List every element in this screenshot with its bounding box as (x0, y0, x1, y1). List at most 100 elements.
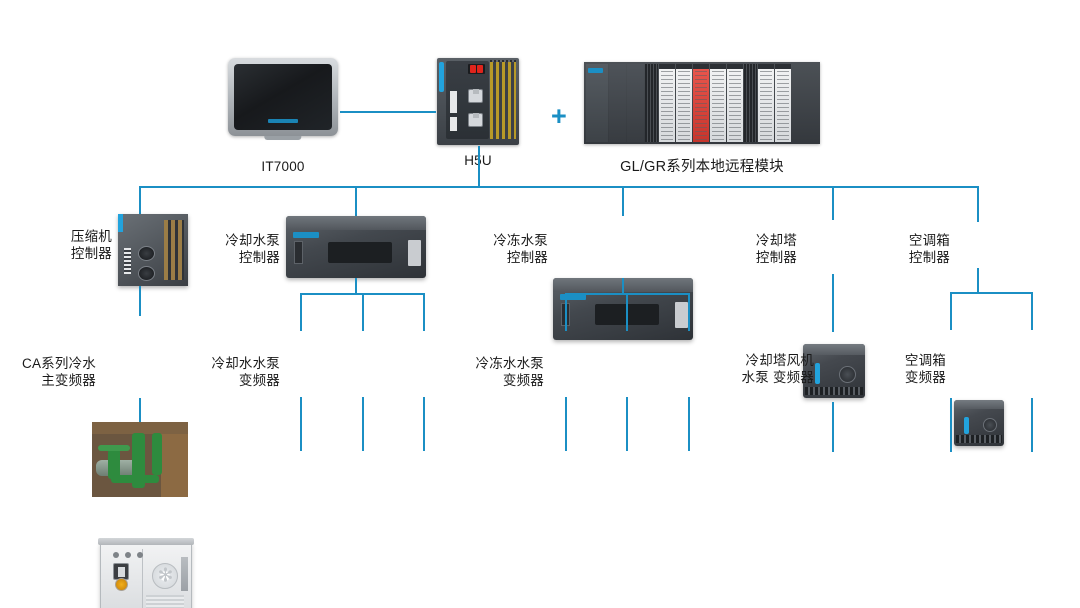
wire-drop-chilled-pump (622, 186, 624, 216)
rack-io-module (659, 64, 675, 142)
label-gl-gr-rack: GL/GR系列本地远程模块 (620, 159, 784, 175)
wire-chillpump-ctrl-down (622, 278, 624, 294)
wire-vfd-to-pump-4 (565, 397, 567, 451)
wire-ca-to-chiller (139, 398, 141, 422)
plus-symbol: + (551, 101, 567, 131)
wire-chillpump-branch-3 (688, 293, 690, 331)
wire-coolpump-branch-1 (300, 293, 302, 331)
plc-7segment-display (468, 64, 485, 74)
cabinet-fan-grille (152, 563, 179, 590)
wire-ahu-ctrl-down (977, 268, 979, 292)
cabinet-main-switch[interactable] (112, 562, 129, 580)
wire-ahu-branch-2 (1031, 292, 1033, 330)
wire-plc-down (478, 146, 480, 187)
label-cooling-water-pump-controller: 冷却水泵 控制器 (225, 233, 280, 265)
plc-ethernet-port-1[interactable] (468, 89, 483, 103)
wire-ahu-branch-1 (950, 292, 952, 330)
rack-spacer-module (744, 64, 757, 142)
chiller-riser-pipe-1 (132, 432, 145, 488)
wire-vfd-to-pump-6 (688, 397, 690, 451)
cabinet-vent-louvres (146, 594, 184, 608)
label-ahu-controller: 空调箱 控制器 (908, 233, 950, 265)
ctrl-side-module (675, 301, 688, 328)
wire-chillpump-branch-2 (626, 293, 628, 331)
hmi-brand-mark (268, 119, 298, 123)
wire-coolpump-branch-3 (423, 293, 425, 331)
rack-comm-module (645, 64, 658, 142)
label-ahu-inverter: 空调箱 变频器 (904, 353, 946, 385)
wire-ahu-bus (950, 292, 1032, 294)
ctrl-display-window (328, 242, 393, 264)
plc-io-terminal-block (490, 62, 516, 139)
wire-vfd-to-ahu-1 (950, 398, 952, 452)
device-ahu-controller[interactable] (954, 400, 1004, 446)
wire-drop-ahu (977, 186, 979, 222)
device-compressor-controller[interactable] (118, 214, 188, 286)
plc-ethernet-port-2[interactable] (468, 113, 483, 127)
plc-dip-switches[interactable] (450, 91, 457, 113)
wire-vfd-to-ahu-2 (1031, 398, 1033, 452)
device-cooling-water-pump-controller[interactable] (286, 216, 426, 278)
label-compressor-controller: 压缩机 控制器 (70, 229, 112, 261)
compressor-ctrl-dip (124, 248, 131, 274)
wire-tower-ctrl-to-inverter (832, 274, 834, 332)
wire-vfd-to-cooling-tower (832, 402, 834, 452)
photo-chiller-unit (92, 422, 188, 497)
ahu-ctrl-rotary-dial[interactable] (983, 418, 997, 433)
wire-coolpump-branch-2 (362, 293, 364, 331)
chiller-header-pipe (111, 474, 160, 483)
cabinet-door-seam (142, 549, 144, 608)
device-h5u-plc[interactable] (437, 58, 519, 145)
label-ca-series-chiller-inverter: CA系列冷水 主变频器 (22, 356, 96, 388)
compressor-ctrl-tab (118, 214, 123, 232)
device-gl-gr-io-rack[interactable] (584, 62, 820, 144)
device-it7000-hmi[interactable] (228, 58, 338, 140)
plc-side-tab (439, 62, 444, 92)
wire-coolpump-ctrl-down (355, 278, 357, 294)
cabinet-indicator-lamps (112, 552, 151, 559)
hmi-stand (264, 136, 302, 140)
label-cooling-tower-controller: 冷却塔 控制器 (755, 233, 797, 265)
tower-ctrl-terminals (805, 387, 863, 395)
compressor-ctrl-terminals (164, 220, 184, 280)
label-cooling-tower-fan-inverter: 冷却塔风机 水泵 变频器 (741, 353, 814, 385)
wire-drop-compressor (139, 186, 141, 214)
chiller-wall (161, 422, 188, 497)
wire-chillpump-branch-1 (565, 293, 567, 331)
rack-io-module (727, 64, 743, 142)
tower-ctrl-brand-strip (815, 363, 821, 384)
cabinet-side-strip (181, 557, 189, 592)
wire-vfd-to-pump-3 (423, 397, 425, 451)
compressor-ctrl-port-1 (138, 246, 155, 261)
wire-vfd-to-pump-1 (300, 397, 302, 451)
device-cooling-tower-controller[interactable] (803, 344, 865, 398)
label-cooling-water-pump-inverter: 冷却水水泵 变频器 (211, 356, 280, 388)
rack-io-module (758, 64, 774, 142)
device-ca-series-chiller-inverter[interactable] (98, 538, 194, 608)
hmi-screen (234, 64, 332, 130)
ahu-ctrl-terminals (956, 435, 1002, 443)
wire-compressor-to-ca-inverter (139, 286, 141, 316)
rack-cpu-module-b (627, 64, 644, 142)
plc-front-face (446, 61, 489, 139)
label-h5u: H5U (432, 152, 524, 169)
wire-main-bus (139, 186, 977, 188)
wire-hmi-to-plc (340, 111, 436, 113)
chiller-top-pipe (97, 444, 131, 452)
rack-io-module (710, 64, 726, 142)
label-it7000: IT7000 (261, 159, 305, 174)
rack-io-module (676, 64, 692, 142)
rack-io-module (775, 64, 791, 142)
ctrl-brand-mark (560, 294, 586, 301)
rack-io-module-relay (693, 64, 709, 142)
tower-ctrl-rotary-dial[interactable] (839, 365, 857, 383)
cabinet-emergency-stop[interactable] (114, 578, 128, 592)
ahu-ctrl-brand-strip (964, 416, 969, 435)
ctrl-brand-mark (293, 232, 319, 239)
plc-aux-switches[interactable] (450, 117, 457, 131)
compressor-ctrl-port-2 (138, 266, 155, 281)
chiller-ceiling (92, 422, 188, 434)
rack-power-supply (586, 64, 608, 142)
wire-drop-cooling-pump (355, 186, 357, 216)
